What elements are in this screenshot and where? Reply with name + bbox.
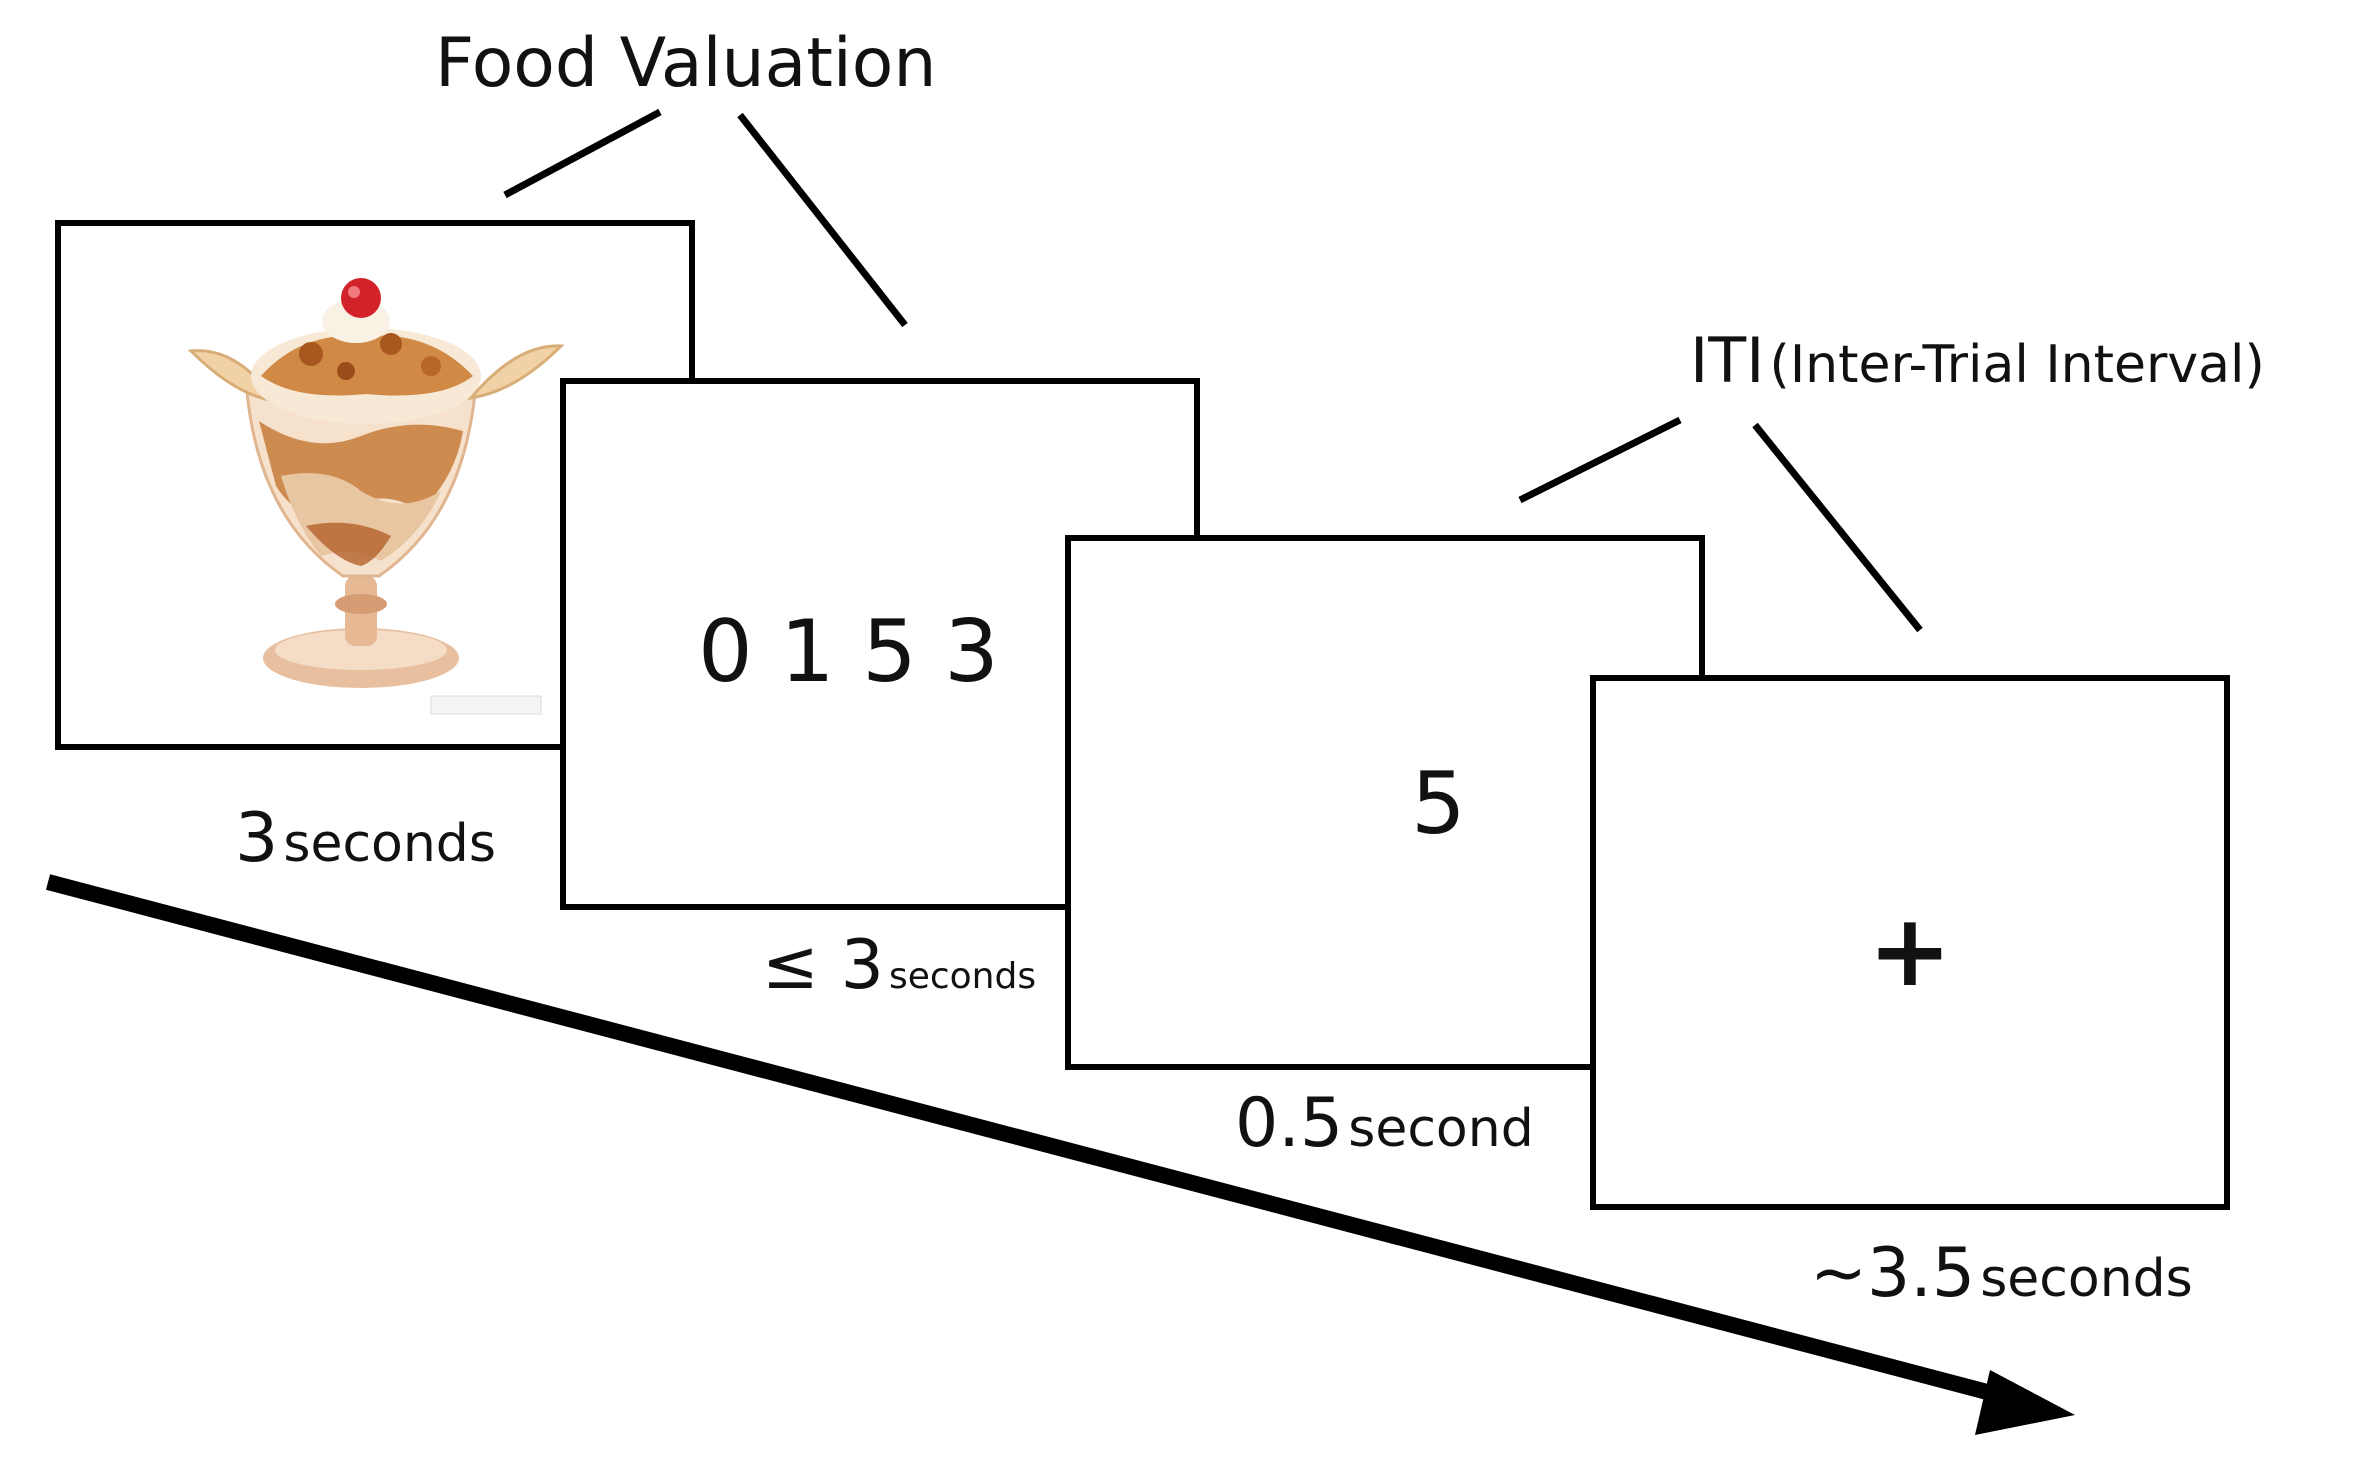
- duration-label-4: ~3.5 seconds: [1810, 1240, 2193, 1308]
- duration-label-3: 0.5 second: [1235, 1090, 1534, 1158]
- duration-value-3: 0.5: [1235, 1084, 1344, 1163]
- duration-unit-3: second: [1348, 1099, 1534, 1159]
- iti-full: (Inter-Trial Interval): [1769, 335, 2265, 395]
- fixation-cross-screen: +: [1590, 675, 2230, 1210]
- duration-value-2: ≤ 3: [762, 926, 884, 1005]
- fixation-cross: +: [1868, 892, 1952, 1009]
- duration-value-1: 3: [235, 799, 279, 878]
- duration-label-2: ≤ 3 seconds: [762, 932, 1036, 1000]
- duration-value-4: ~3.5: [1810, 1234, 1976, 1313]
- single-digit-text: 5: [1411, 754, 1466, 854]
- duration-label-1: 3 seconds: [235, 805, 496, 873]
- iti-abbr: ITI: [1690, 324, 1765, 397]
- duration-unit-4: seconds: [1980, 1249, 2193, 1309]
- food-valuation-title: Food Valuation: [435, 24, 937, 103]
- time-arrow-head: [1975, 1370, 2075, 1435]
- iti-connector-right: [1752, 422, 1923, 633]
- ice-cream-sundae-image: [187, 278, 565, 715]
- food-valuation-connector-right: [737, 112, 908, 328]
- food-valuation-connector-left: [503, 108, 662, 199]
- iti-title: ITI (Inter-Trial Interval): [1690, 330, 2265, 392]
- time-arrow-shaft: [45, 874, 2013, 1406]
- duration-unit-1: seconds: [283, 814, 496, 874]
- iti-connector-left: [1518, 416, 1682, 504]
- number-sequence-text: 0 1 5 3: [698, 602, 999, 702]
- duration-unit-2: seconds: [888, 956, 1037, 997]
